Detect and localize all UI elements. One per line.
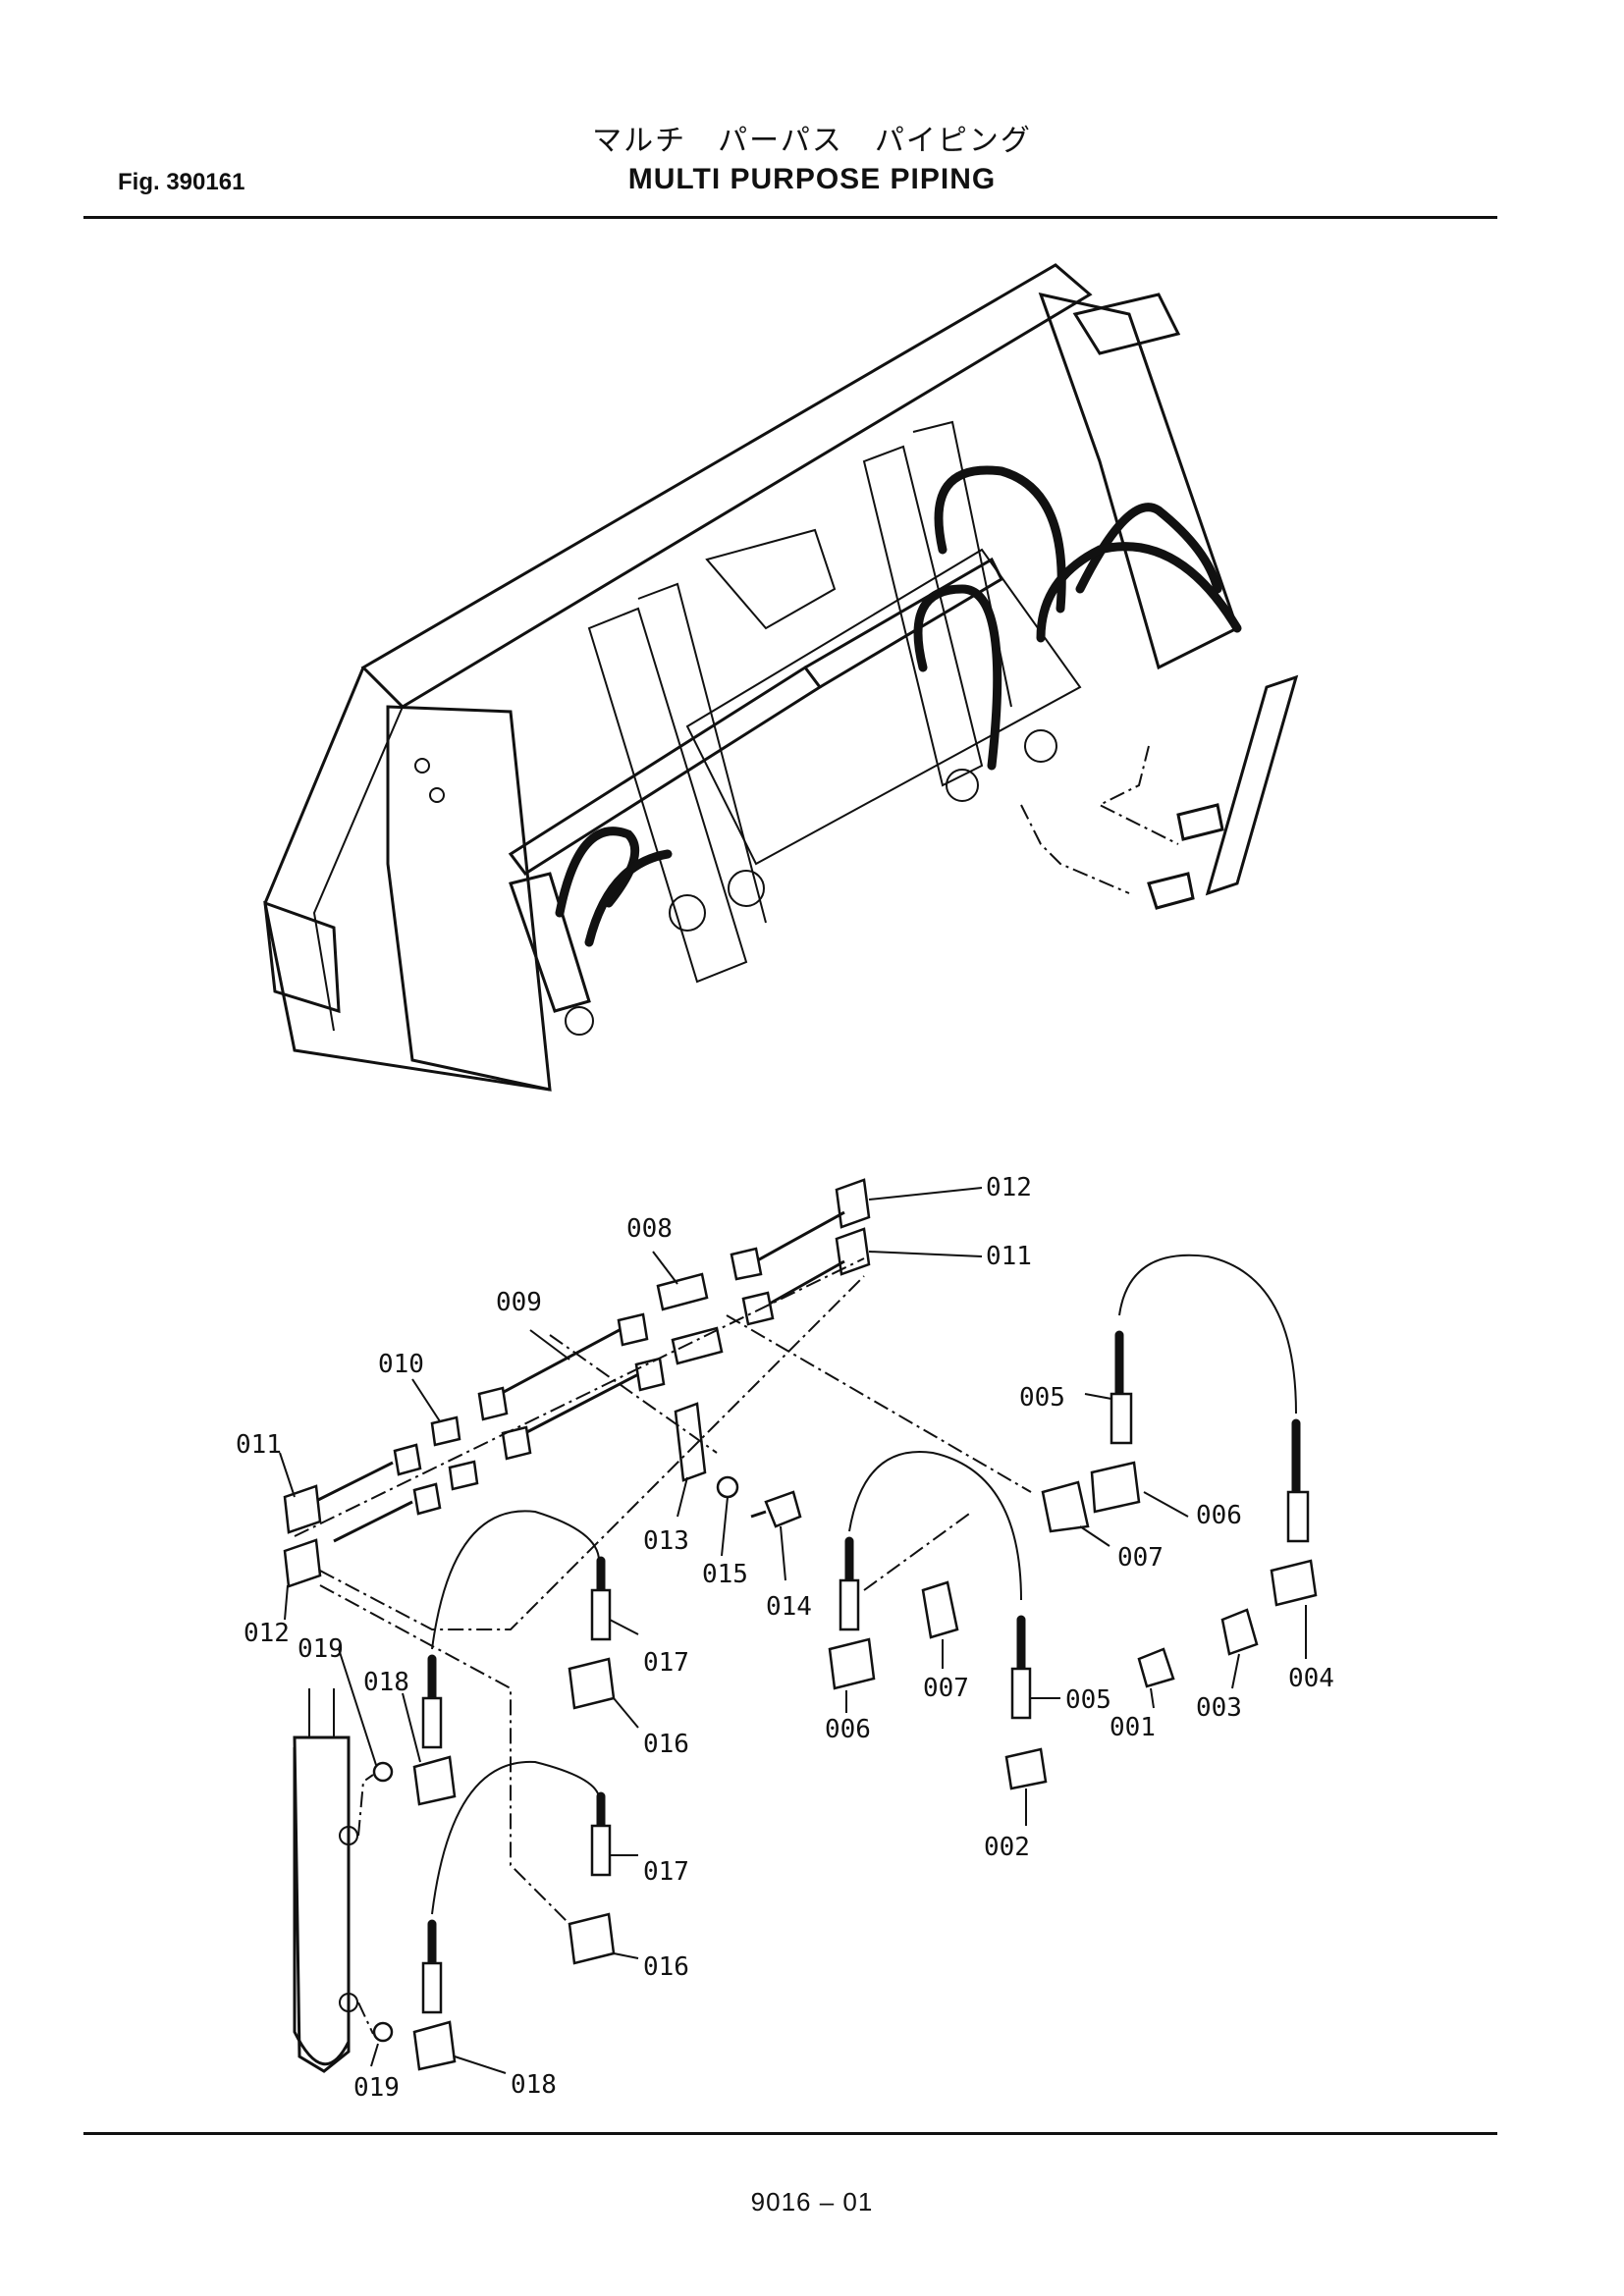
elbow-006-a [1090, 1461, 1141, 1514]
callout-011-top: 011 [986, 1242, 1032, 1271]
washer-015 [716, 1475, 739, 1499]
callout-016-upper: 016 [643, 1730, 689, 1759]
elbow-018-b [412, 2020, 457, 2071]
adapter-003 [1220, 1608, 1259, 1656]
hose-end-005-a [1110, 1392, 1133, 1445]
oring-019-a [372, 1761, 394, 1783]
elbow-007-a [1041, 1480, 1090, 1533]
hose-end-017-a [590, 1588, 612, 1641]
callout-005-right: 005 [1019, 1383, 1065, 1413]
callout-labels: 012 011 008 009 010 011 012 013 015 014 … [236, 1173, 1334, 2103]
elbow-018-a [412, 1755, 457, 1806]
tee-008-lower [671, 1326, 724, 1365]
callout-003: 003 [1196, 1693, 1242, 1723]
adapter-010-2 [448, 1460, 479, 1491]
hose-end-017-b [590, 1824, 612, 1877]
tee-008-upper [656, 1272, 709, 1311]
hose-end-005-b [1010, 1667, 1032, 1720]
callout-002: 002 [984, 1833, 1030, 1862]
callout-017-upper: 017 [643, 1648, 689, 1678]
callout-019-upper: 019 [298, 1634, 344, 1664]
tee-002 [1004, 1747, 1048, 1790]
callout-015: 015 [702, 1560, 748, 1589]
callout-012-top: 012 [986, 1173, 1032, 1202]
clamp-013 [674, 1402, 707, 1482]
nut-012-left [412, 1482, 442, 1516]
callout-019-lower: 019 [353, 2073, 400, 2103]
block-011-left [283, 1484, 322, 1534]
bolt-014-head [764, 1490, 802, 1528]
callout-018-upper: 018 [363, 1668, 409, 1697]
japanese-title: マルチ パーパス パイピング [592, 124, 1032, 158]
nut-009-3 [501, 1425, 532, 1461]
adapter-010-1 [430, 1415, 461, 1447]
nut-009-1 [477, 1386, 509, 1421]
nut-009-4 [634, 1357, 666, 1392]
page-number: 9016 – 01 [750, 2187, 874, 2216]
callout-006-center: 006 [825, 1715, 871, 1744]
hose-end-018-a [421, 1696, 443, 1749]
exploded-parts-diagram: 012 011 008 009 010 011 012 013 015 014 … [236, 1173, 1334, 2103]
elbow-007-b [921, 1580, 959, 1639]
nut-009-2 [617, 1312, 649, 1347]
callout-007-center: 007 [923, 1674, 969, 1703]
callout-001: 001 [1110, 1713, 1156, 1742]
callout-016-lower: 016 [643, 1952, 689, 1982]
callout-005-center: 005 [1065, 1685, 1111, 1715]
callout-leaders [279, 1187, 1307, 2074]
header-rule [83, 216, 1497, 219]
block-012-left [283, 1538, 322, 1588]
callout-018-lower: 018 [511, 2070, 557, 2100]
plug-001 [1137, 1647, 1175, 1688]
callout-012-left: 012 [244, 1619, 290, 1648]
figure-label: Fig. 390161 [118, 169, 245, 195]
callout-008: 008 [626, 1214, 673, 1244]
callout-007-right: 007 [1117, 1543, 1164, 1573]
block-012-top [835, 1178, 871, 1229]
footer-rule [83, 2132, 1497, 2135]
callout-014: 014 [766, 1592, 812, 1622]
callout-006-right: 006 [1196, 1501, 1242, 1530]
callout-010: 010 [378, 1350, 424, 1379]
bucket-illustration [263, 263, 1299, 1092]
callout-009: 009 [496, 1288, 542, 1317]
elbow-006-b [828, 1637, 876, 1690]
callout-004: 004 [1288, 1664, 1334, 1693]
callout-011-left: 011 [236, 1430, 282, 1460]
tee-016-a [568, 1657, 616, 1710]
cylinder [293, 1735, 351, 2073]
hose-end-018-b [421, 1961, 443, 2014]
callout-013: 013 [643, 1526, 689, 1556]
nut-upper-1 [730, 1247, 763, 1281]
callout-017-lower: 017 [643, 1857, 689, 1887]
page-title: MULTI PURPOSE PIPING [627, 163, 997, 195]
hose-end-004 [1286, 1490, 1310, 1543]
block-011-top [835, 1227, 871, 1276]
tee-004 [1270, 1559, 1318, 1607]
oring-019-b [372, 2021, 394, 2043]
hose-end-center-a [839, 1578, 860, 1631]
tee-016-b [568, 1912, 616, 1965]
nut-011-left [393, 1443, 422, 1476]
nut-upper-2 [741, 1291, 775, 1326]
